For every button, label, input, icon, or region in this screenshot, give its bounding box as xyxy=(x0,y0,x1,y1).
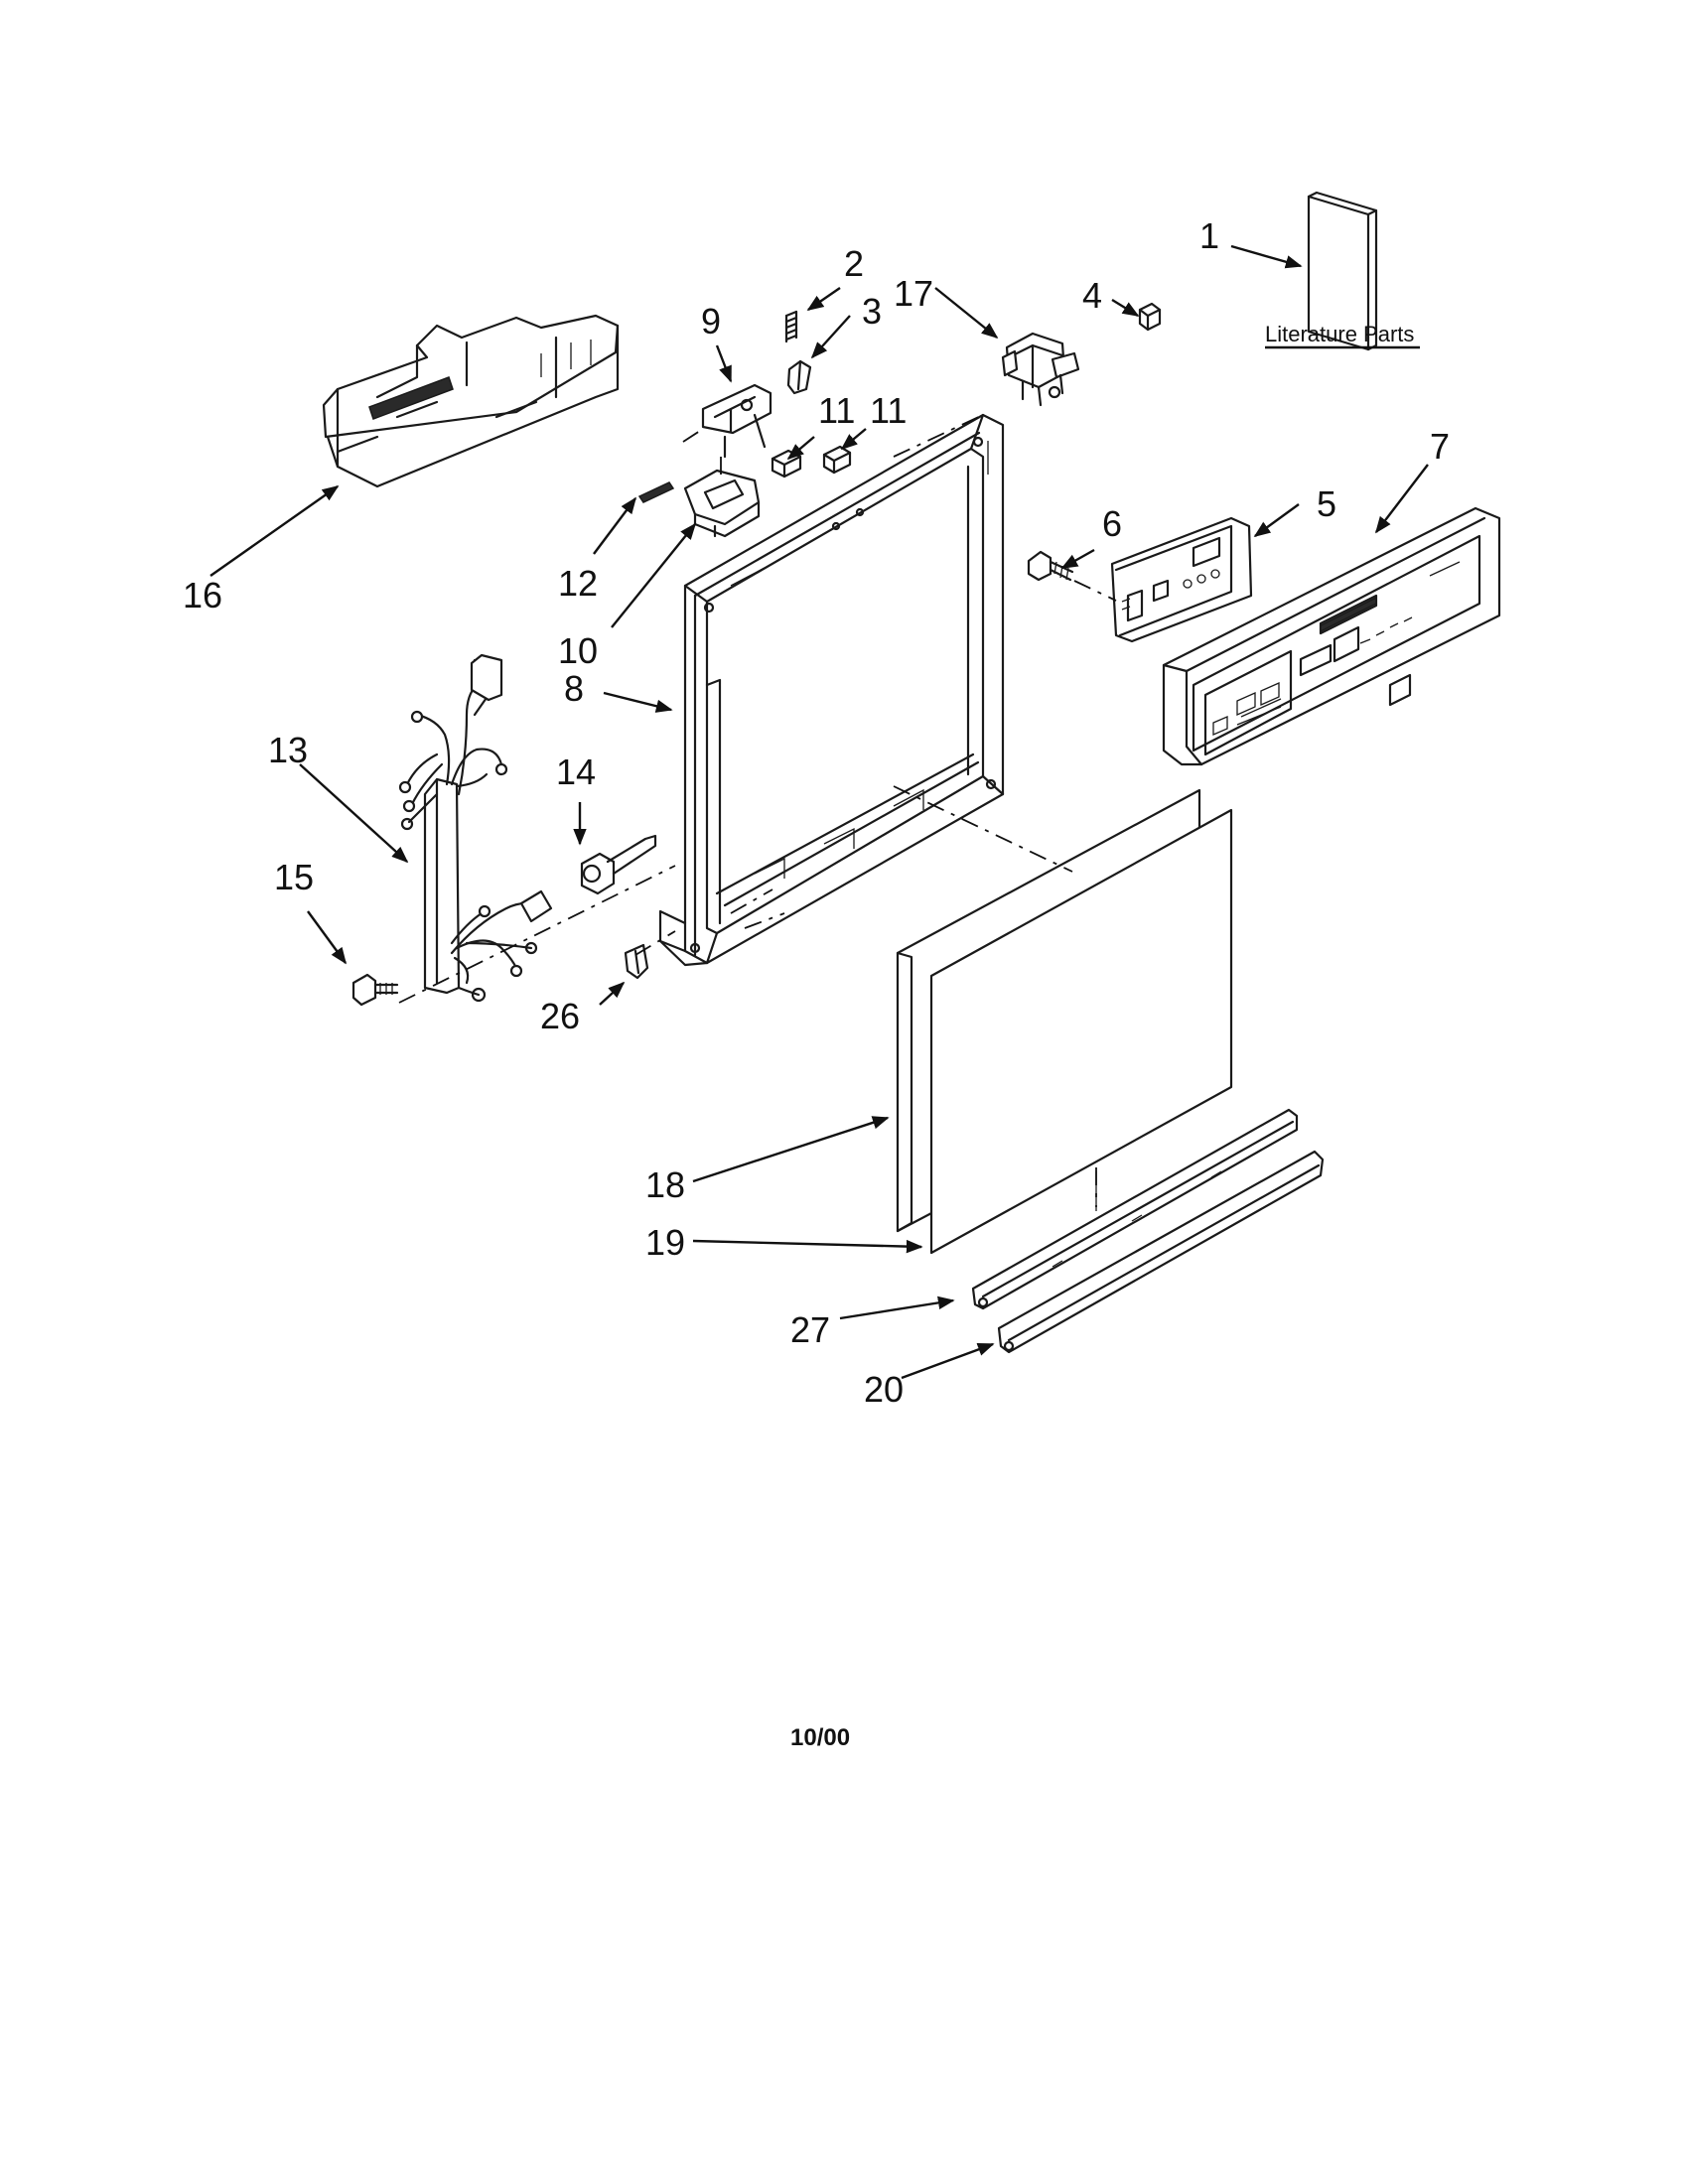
part-14-connector xyxy=(580,834,657,895)
callout-18: 18 xyxy=(645,1164,685,1205)
part-26-clip xyxy=(624,943,649,980)
callout-1: 1 xyxy=(1199,215,1219,256)
revision-date: 10/00 xyxy=(790,1724,850,1751)
part-20-toe-panel xyxy=(997,1150,1325,1354)
callout-27: 27 xyxy=(790,1309,830,1350)
callout-19: 19 xyxy=(645,1222,685,1263)
part-4-switch xyxy=(1138,302,1162,332)
callout-11b: 11 xyxy=(870,390,907,431)
part-11-block-b xyxy=(822,445,852,475)
callout-10: 10 xyxy=(558,630,598,671)
part-7-console xyxy=(1162,506,1501,766)
part-9-latch xyxy=(701,383,772,459)
callout-11a: 11 xyxy=(818,390,855,431)
part-6-screw xyxy=(1027,550,1074,582)
callout-26: 26 xyxy=(540,996,580,1036)
literature-parts-label: Literature Parts xyxy=(1265,322,1414,346)
part-13-wire-harness xyxy=(398,653,553,1003)
callout-14: 14 xyxy=(556,751,596,792)
callout-6: 6 xyxy=(1102,503,1122,544)
part-12-pin xyxy=(637,481,675,503)
callout-8: 8 xyxy=(564,668,584,709)
callout-7: 7 xyxy=(1430,426,1450,467)
part-1-literature xyxy=(1307,191,1378,351)
part-8-door-frame xyxy=(658,413,1005,967)
part-3-lever xyxy=(786,359,812,395)
callout-2: 2 xyxy=(844,243,864,284)
part-16-housing xyxy=(322,314,620,488)
callout-labels: 1 2 3 17 4 9 11 11 7 6 5 16 12 10 8 13 1… xyxy=(183,215,1450,1751)
part-15-screw xyxy=(351,973,399,1007)
callout-20: 20 xyxy=(864,1369,904,1410)
part-11-block-a xyxy=(771,449,802,478)
assembly-lines xyxy=(398,414,1117,1207)
callout-4: 4 xyxy=(1082,275,1102,316)
callout-15: 15 xyxy=(274,857,314,897)
callout-12: 12 xyxy=(558,563,598,604)
callout-17: 17 xyxy=(894,273,933,314)
part-10-latch-base xyxy=(683,469,761,538)
callout-3: 3 xyxy=(862,291,882,332)
part-5-control-board xyxy=(1110,516,1253,643)
callout-13: 13 xyxy=(268,730,308,770)
callout-9: 9 xyxy=(701,301,721,341)
callout-5: 5 xyxy=(1317,483,1336,524)
part-2-spring xyxy=(784,310,798,343)
part-17-switch xyxy=(1001,332,1080,407)
part-27-lower-trim xyxy=(971,1108,1299,1310)
callout-16: 16 xyxy=(183,575,222,615)
leader-lines xyxy=(210,244,1429,1380)
